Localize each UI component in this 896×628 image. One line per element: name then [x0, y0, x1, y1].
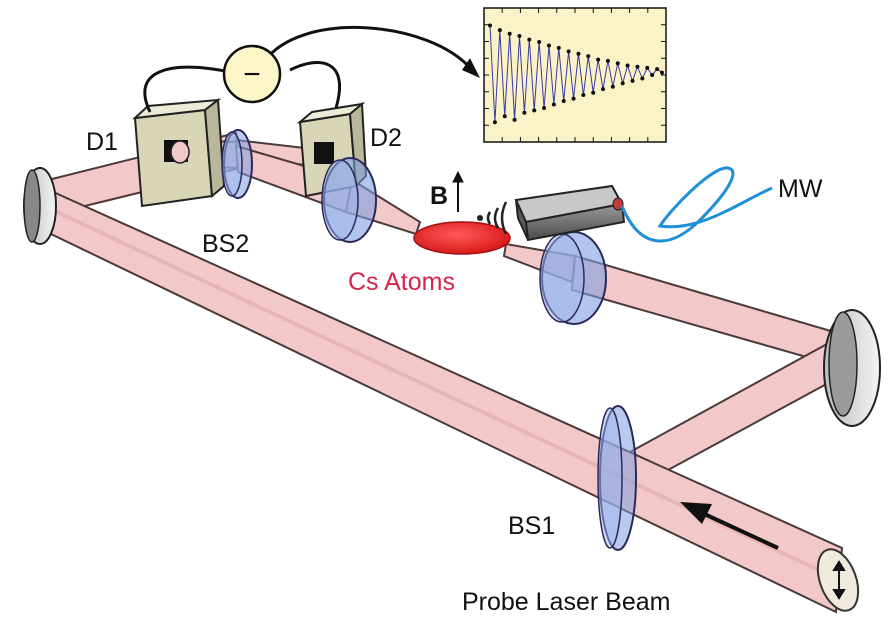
- trace-point: [492, 120, 497, 125]
- trace-point: [507, 31, 512, 36]
- trace-point: [566, 49, 571, 54]
- trace-point: [532, 108, 537, 113]
- focusing-lens-left: [321, 157, 377, 243]
- label-probe-beam: Probe Laser Beam: [462, 588, 670, 616]
- difference-meter: −: [222, 44, 282, 104]
- trace-point: [586, 54, 591, 59]
- trace-point: [561, 98, 566, 103]
- microwave-source: [514, 184, 626, 242]
- trace-point: [601, 87, 606, 92]
- trace-point: [542, 106, 547, 111]
- probe-direction-arrow: [680, 502, 779, 550]
- trace-point: [610, 84, 615, 89]
- trace-point: [655, 67, 660, 72]
- signal-trace: [489, 25, 663, 123]
- trace-point: [527, 37, 532, 42]
- label-mw: MW: [778, 175, 823, 203]
- trace-point: [650, 73, 655, 77]
- trace-point: [620, 81, 625, 86]
- trace-point: [640, 76, 645, 81]
- meter-symbol: −: [243, 58, 261, 91]
- signal-trace-points: [488, 23, 664, 125]
- label-d1: D1: [86, 128, 118, 156]
- detector-wiring: [143, 25, 474, 113]
- beam-splitter-bs2: [221, 129, 253, 199]
- trace-point: [576, 51, 581, 56]
- label-cs-atoms: Cs Atoms: [348, 268, 455, 296]
- label-bs1: BS1: [508, 512, 555, 540]
- trace-point: [512, 117, 517, 122]
- detector-d1: [132, 98, 226, 208]
- trace-point: [517, 34, 522, 39]
- polarization-icon: [832, 560, 846, 600]
- beam-splitter-bs1: [597, 405, 637, 551]
- label-d2: D2: [370, 124, 402, 152]
- label-bs2: BS2: [202, 230, 249, 258]
- trace-point: [630, 78, 635, 83]
- beam-right-mirror-to-bs1: [627, 336, 858, 472]
- trace-point: [605, 58, 610, 63]
- trace-point: [591, 90, 596, 95]
- mw-cable: [620, 166, 773, 243]
- signal-plot-ticks: [483, 7, 667, 143]
- trace-point: [625, 63, 630, 68]
- trace-point: [615, 61, 620, 66]
- trace-point: [537, 39, 542, 44]
- trace-point: [645, 65, 650, 70]
- mw-connector: [612, 197, 624, 211]
- label-b-field: B: [430, 182, 448, 210]
- lower-beam-arm: [24, 184, 860, 614]
- left-mirror: [23, 167, 57, 245]
- right-mirror: [823, 309, 881, 427]
- signal-arrowhead: [462, 58, 480, 78]
- trace-point: [635, 64, 640, 69]
- trace-point: [581, 93, 586, 98]
- cs-atom-cloud: [413, 221, 511, 255]
- trace-point: [522, 110, 527, 115]
- trace-point: [660, 70, 664, 75]
- trace-point: [596, 57, 601, 62]
- trace-point: [488, 23, 492, 28]
- trace-point: [546, 43, 551, 48]
- signal-plot: [483, 7, 667, 143]
- trace-point: [497, 28, 502, 33]
- signal-plot-frame: [483, 7, 667, 143]
- trace-point: [556, 45, 561, 50]
- microwave-emission-icon: [476, 201, 508, 235]
- focusing-lens-right: [539, 231, 607, 325]
- trace-point: [571, 96, 576, 101]
- trace-point: [551, 102, 556, 107]
- trace-point: [502, 114, 507, 119]
- b-field-arrow: [452, 170, 464, 212]
